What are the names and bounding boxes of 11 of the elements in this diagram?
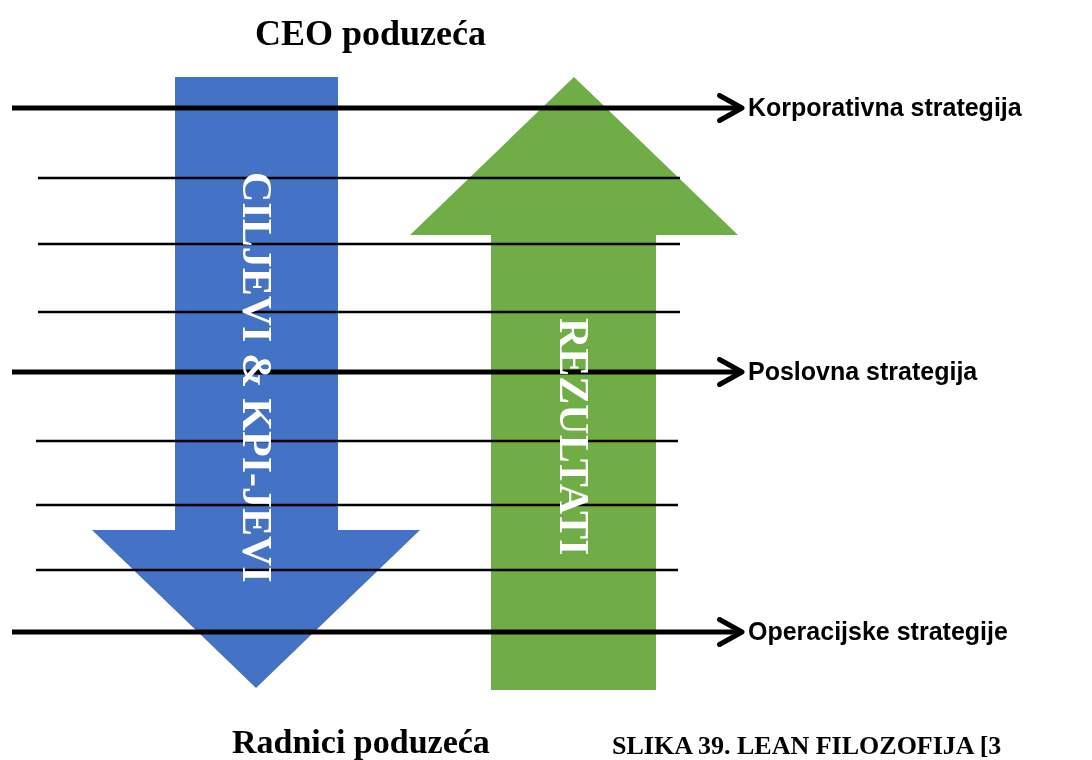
level-label: Korporativna strategija xyxy=(748,92,1022,124)
level-label: Poslovna strategija xyxy=(748,356,978,388)
arrow xyxy=(12,617,745,647)
figure-caption: SLIKA 39. LEAN FILOZOFIJA [3 xyxy=(612,730,1002,760)
level-label: Operacijske strategije xyxy=(748,616,1008,648)
arrow xyxy=(12,93,745,123)
role-label: CEO poduzeća xyxy=(255,12,486,55)
role-label: Radnici poduzeća xyxy=(232,722,490,760)
arrow-text: CILJEVI & KPI-JEVI xyxy=(235,171,278,583)
arrow xyxy=(12,357,745,387)
arrow-text: REZULTATI xyxy=(552,318,595,556)
